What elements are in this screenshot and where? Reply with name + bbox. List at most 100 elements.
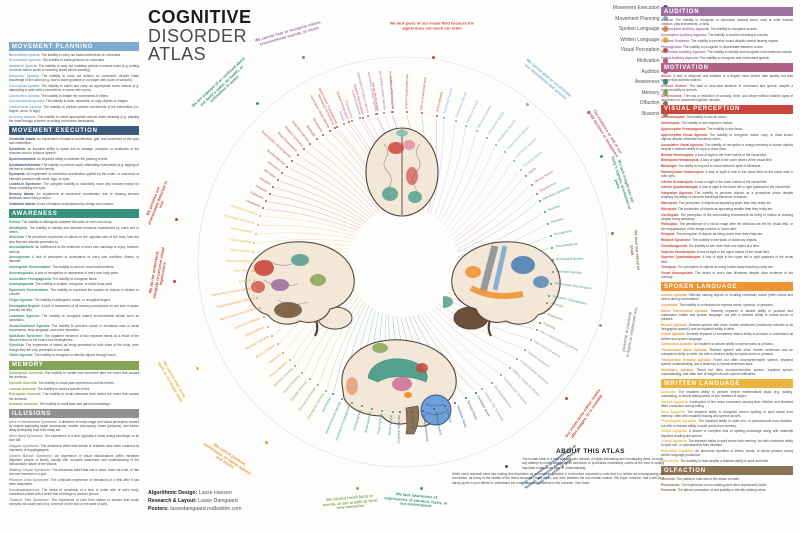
disorder-entry: Pure Alexia: The inability to read despi… <box>661 459 793 463</box>
disorder-term: Integrative Agnosia: <box>661 191 695 196</box>
disorder-term: Apperceptive Prosopagnosia: <box>661 126 708 131</box>
disorder-definition: The inability to carry out facial moveme… <box>41 52 122 57</box>
disorder-term: Dyschronometria: <box>9 156 38 161</box>
disorder-definition: A loss of sight in the lower halves of t… <box>694 179 768 184</box>
disorder-entry: Hemispatial Neglect: A lack of awareness… <box>9 304 139 312</box>
disorder-definition: The inability to distinguish between the… <box>21 219 112 224</box>
brain-left-lateral <box>238 230 363 338</box>
disorder-entry: Episodic Amnesia: The inability to recal… <box>9 381 139 385</box>
disorder-definition: The inability to recall facts and genera… <box>39 402 111 407</box>
disorder-definition: The perception of objects as being close… <box>676 232 764 237</box>
disorder-entry: Homonymous Hemianopsia: A loss of sight … <box>661 170 793 178</box>
connector-curve <box>333 302 367 392</box>
disorder-entry: Teleopsia: The perception of objects as … <box>661 265 793 269</box>
disorder-definition: The inability to see faces. <box>707 126 744 131</box>
disorder-definition: The partial or total loss of the sense o… <box>676 476 740 481</box>
panel-header-audition: AUDITION <box>661 7 793 16</box>
connector-curve <box>263 216 357 234</box>
title-line-3: ATLAS <box>148 44 207 65</box>
connector-curve <box>299 156 376 215</box>
disorder-definition: The inability to see all colors. <box>686 115 728 120</box>
disorder-term: Anterograde Amnesia: <box>9 371 45 375</box>
disorder-definition: The inability to recognize sounds. <box>710 27 758 32</box>
disorder-entry: Charles Bonnet Syndrome: An experience o… <box>9 454 139 466</box>
disorder-entry: Pelopsia: The perception of objects as b… <box>661 232 793 236</box>
legend-label: Memory <box>641 89 660 96</box>
disorder-definition: A loss of recognition or awareness of on… <box>34 270 119 275</box>
disorder-definition: Severely impaired or absent ability to p… <box>661 308 793 321</box>
legend-item: Memory <box>594 90 668 96</box>
legend-item: Movement Execution <box>594 5 668 11</box>
disorder-term: Simultanagnosia: <box>661 243 689 248</box>
disorder-term: Sensory Ataxia: <box>9 192 37 197</box>
legend-item: Olfaction <box>594 100 668 106</box>
credit-line: Posters: lassedamgaard.redbubble.com <box>148 505 241 513</box>
legend-dot <box>662 79 668 85</box>
disorder-term: Oscillopsia: <box>661 212 681 217</box>
disorder-definition: A loss of sight in half of the visual fi… <box>661 169 793 178</box>
connector-curve <box>437 128 466 220</box>
disorder-entry: Micropsia: The perception of objects as … <box>661 207 793 211</box>
disorder-definition: The inability to see more than one objec… <box>688 243 760 248</box>
disorder-term: Lexical Agraphia: <box>661 439 689 444</box>
disorder-entry: Apperceptive Visual Agnosia: The inabili… <box>661 133 793 141</box>
disorder-term: Anosognosia: <box>9 255 33 260</box>
disorder-definition: A loss of sight in the outer halves of t… <box>700 158 773 163</box>
disorder-term: Mixed Transcortical Aphasia: <box>661 308 711 313</box>
disorder-term: Alien Hand Syndrome: <box>9 434 45 439</box>
panel-header-spoken-language: SPOKEN LANGUAGE <box>661 282 793 292</box>
disorder-entry: Alice in Wonderland Syndrome: A distorti… <box>9 420 139 432</box>
disorder-definition: The experience of stimuli as being prese… <box>9 343 139 352</box>
connector-curve <box>311 295 360 378</box>
legend-label: Olfaction <box>639 100 660 107</box>
disorder-term: Inferior Hemianopsia: <box>661 179 695 184</box>
connector-curve <box>265 209 358 231</box>
disorder-entry: Bitemporal Hemianopsia: A loss of sight … <box>661 158 793 162</box>
panel-header-written-language: WRITTEN LANGUAGE <box>661 379 793 389</box>
disorder-definition: The inability to select appropriate acti… <box>9 115 139 124</box>
disorder-definition: The perceived experience of stimuli on t… <box>9 235 139 244</box>
disorder-definition: The inability to recognize and understan… <box>699 56 771 61</box>
disorder-term: Acalculia: <box>661 389 679 394</box>
disorder-term: Superior Hemianopsia: <box>661 249 697 254</box>
disorder-entry: Lexical Agraphia: The impaired ability t… <box>661 439 793 447</box>
disorder-entry: Akinetic Mutism: The total or near-total… <box>661 84 793 92</box>
credit-label: Algorithmic Design: <box>148 490 199 496</box>
panel-header-movement-execution: MOVEMENT EXECUTION <box>9 126 139 136</box>
disorder-definition: The experience of pain from stimuli or s… <box>9 497 139 506</box>
disorder-entry: Constructional Apraxia: The inability to… <box>9 99 139 103</box>
disorder-definition: An abnormal repetition of letters, words… <box>661 449 793 458</box>
disorder-entry: Apperceptive Prosopagnosia: The inabilit… <box>661 127 793 131</box>
disorder-definition: The impaired ability to perform simple m… <box>661 389 793 398</box>
disorder-entry: Alexithymia: The inability to identify a… <box>9 226 139 234</box>
disorder-entry: Limb-Kinetic Apraxia: The inability to p… <box>9 105 139 113</box>
disorder-entry: Dressing Apraxia: The inability to selec… <box>9 115 139 123</box>
connector-curve <box>327 300 365 389</box>
disorder-entry: Apraxic Agraphia: A disruption of fine m… <box>661 400 793 408</box>
disorder-entry: Thalamic Pain Syndrome: The experience o… <box>9 498 139 506</box>
disorder-term: Lacunar Amnesia: <box>9 386 38 391</box>
disorder-term: Transcortical Sensory Aphasia: <box>661 358 714 363</box>
legend-dot <box>662 58 668 64</box>
disorder-term: Apperceptive Visual Agnosia: <box>661 132 710 137</box>
disorder-definition: The impaired ability to spell words from… <box>661 439 793 448</box>
legend-dot <box>662 15 668 22</box>
disorder-definition: The complete inability to voluntarily mo… <box>9 182 139 191</box>
disorder-definition: The inability to see static or stationar… <box>692 238 758 243</box>
disorder-term: Tactile Agnosia: <box>9 353 35 358</box>
disorder-entry: Broca's Aphasia: Strained speech with sh… <box>661 323 793 331</box>
disorder-definition: The ability to respond to visual stimuli… <box>678 164 762 168</box>
legend-dot <box>662 47 668 54</box>
disorder-definition: The denial of one's own blindness despit… <box>661 271 793 280</box>
disorder-definition: A disruption of fine motor movement caus… <box>661 399 793 408</box>
disorder-term: Deep Agraphia: <box>661 409 688 414</box>
legend-label: Illusions <box>641 110 660 117</box>
legend-item: Awareness <box>594 79 668 85</box>
connector-curve <box>456 195 535 250</box>
legend-dot <box>662 37 668 43</box>
disorder-definition: The inability to identify and recognize … <box>706 50 793 55</box>
disorder-definition: The inability to orient in novel environ… <box>52 265 115 270</box>
